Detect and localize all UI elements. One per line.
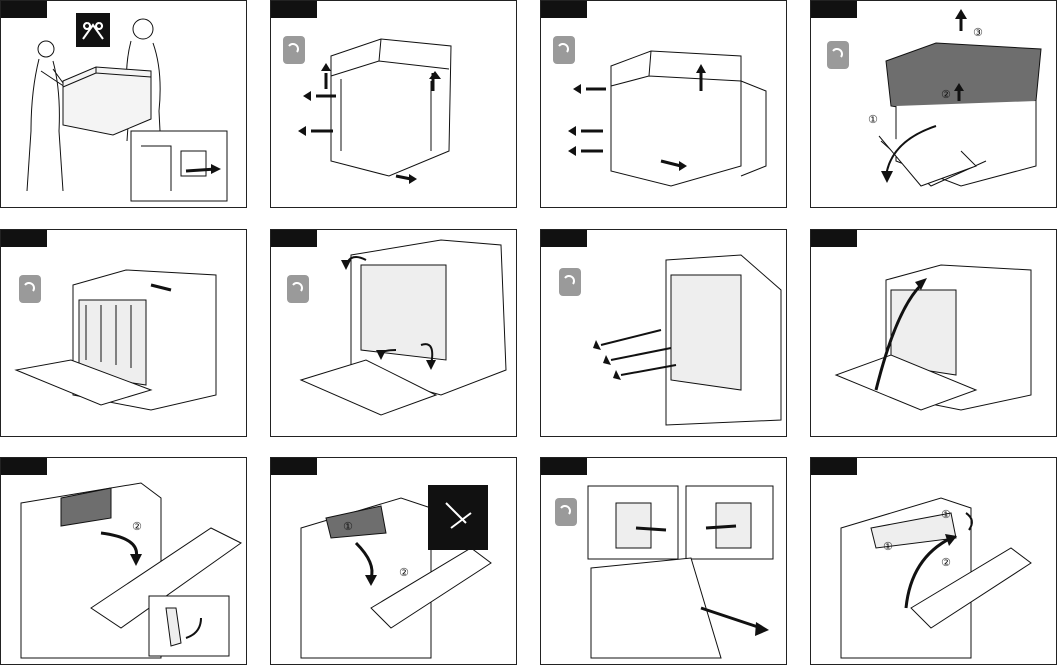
step-panel-7: [540, 229, 787, 437]
callout-3: ③: [973, 26, 983, 39]
remove-tape-illustration: [541, 1, 787, 208]
inner-tapes-illustration: [271, 230, 517, 437]
step-panel-11: [540, 457, 787, 665]
remove-tape-illustration: [271, 1, 517, 208]
callout-1: ①: [868, 113, 878, 126]
step-panel-6: [270, 229, 517, 437]
recycle-icon: [555, 498, 577, 526]
zoom-inset: [149, 596, 229, 656]
step-panel-5: [0, 229, 247, 437]
callout-2: ②: [399, 566, 409, 579]
recycle-icon: [283, 36, 305, 64]
callout-1: ①: [941, 508, 951, 521]
open-unit-illustration: ②: [1, 458, 247, 665]
step-panel-10: ① ②: [270, 457, 517, 665]
remove-bag-illustration: ③ ② ①: [811, 1, 1057, 208]
two-person-lift-illustration: [1, 1, 247, 208]
step-panel-9: ②: [0, 457, 247, 665]
recycle-icon: [287, 275, 309, 303]
pull-tapes-illustration: [541, 230, 787, 437]
step-panel-3: [540, 0, 787, 208]
recycle-icon: [827, 41, 849, 69]
step-panel-4: ③ ② ①: [810, 0, 1057, 208]
callout-1: ①: [883, 540, 893, 553]
recycle-icon: [553, 36, 575, 64]
callout-2: ②: [941, 556, 951, 569]
step-panel-12: ① ① ②: [810, 457, 1057, 665]
step-panel-2: [270, 0, 517, 208]
lift-unit-illustration: ① ②: [271, 458, 517, 665]
step-panel-1: [0, 0, 247, 208]
close-unit-illustration: ① ① ②: [811, 458, 1057, 665]
two-person-lift-icon: [76, 13, 110, 47]
step-panel-8: [810, 229, 1057, 437]
recycle-icon: [559, 268, 581, 296]
front-tapes-illustration: [1, 230, 247, 437]
callout-2: ②: [941, 88, 951, 101]
close-door-illustration: [811, 230, 1057, 437]
callout-1: ①: [343, 520, 353, 533]
recycle-icon: [19, 275, 41, 303]
zoom-inset: [428, 485, 488, 550]
callout-2: ②: [132, 520, 142, 533]
remove-holders-illustration: [541, 458, 787, 665]
